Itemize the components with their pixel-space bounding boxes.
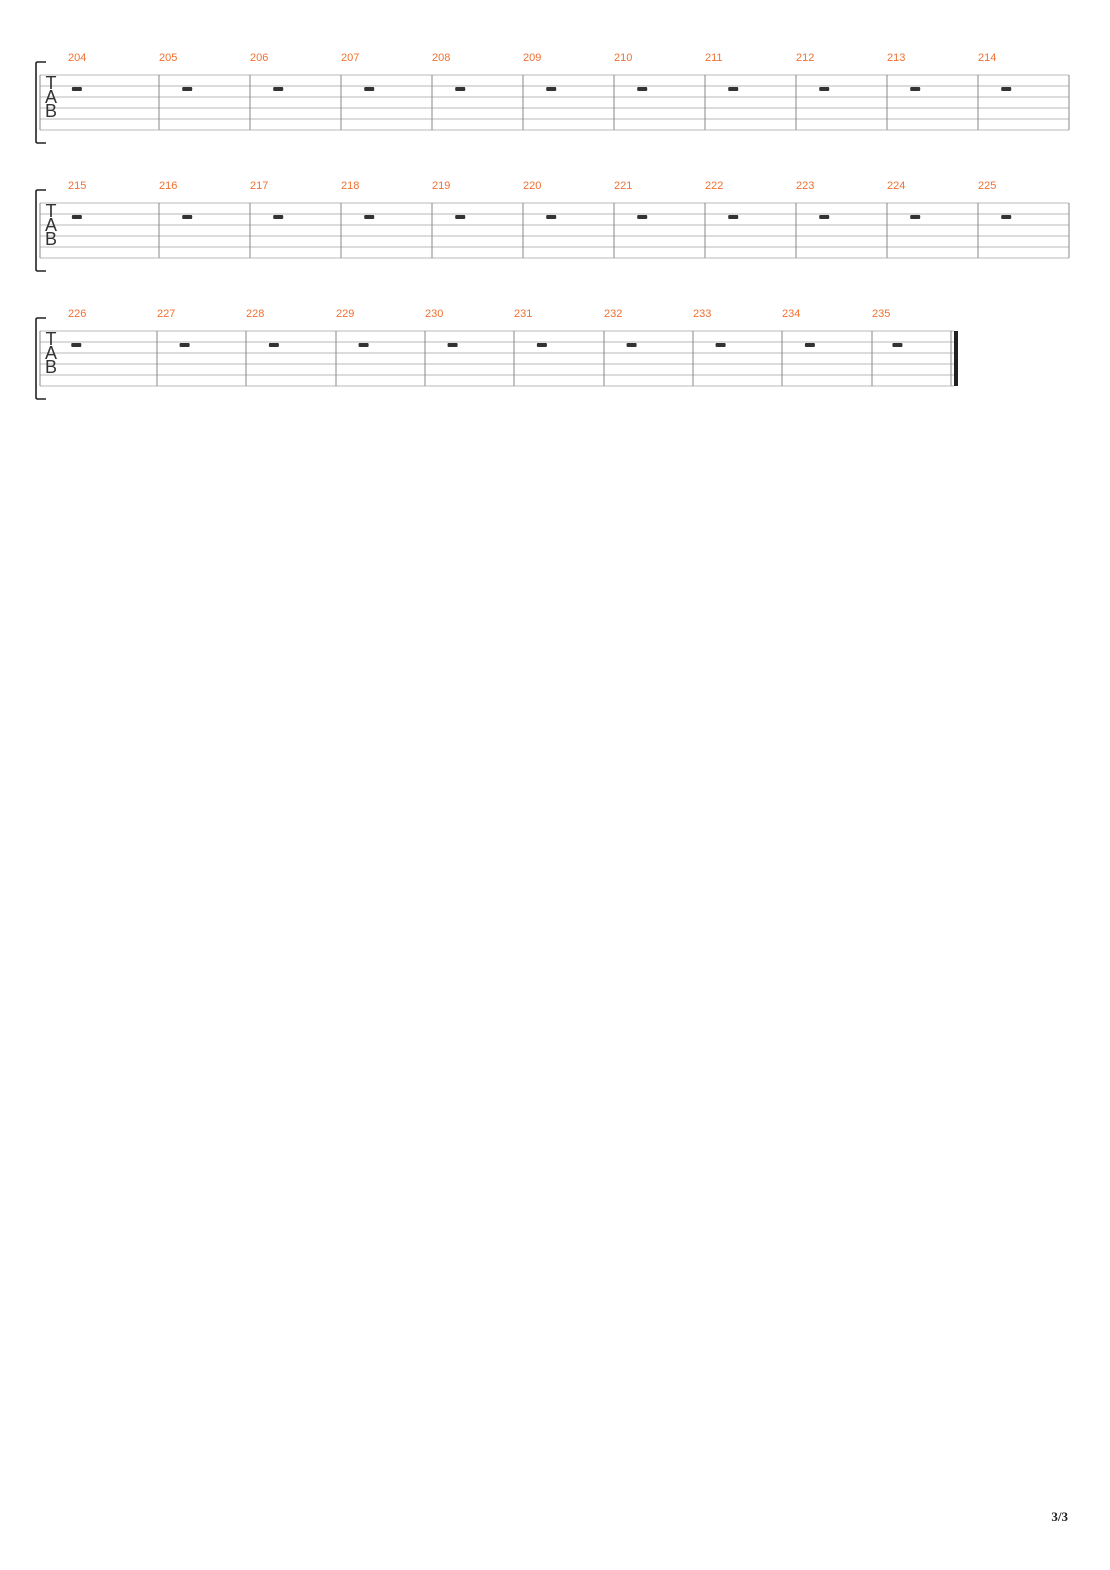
bar-number: 232 xyxy=(604,308,622,320)
bar-number: 233 xyxy=(693,308,711,320)
bar-number: 220 xyxy=(523,180,541,192)
system-bracket xyxy=(35,61,46,144)
bar-number: 228 xyxy=(246,308,264,320)
whole-rest-icon xyxy=(364,215,375,219)
bar-number: 214 xyxy=(978,52,996,64)
system-bracket xyxy=(35,317,46,400)
bar-number: 224 xyxy=(887,180,905,192)
whole-rest-icon xyxy=(637,87,648,91)
whole-rest-icon xyxy=(546,215,557,219)
whole-rest-icon xyxy=(455,87,466,91)
whole-rest-icon xyxy=(546,87,557,91)
bar-number: 227 xyxy=(157,308,175,320)
whole-rest-icon xyxy=(804,343,815,347)
bar-number: 222 xyxy=(705,180,723,192)
whole-rest-icon xyxy=(637,215,648,219)
system-bracket xyxy=(35,189,46,272)
whole-rest-icon xyxy=(364,87,375,91)
bar-number: 225 xyxy=(978,180,996,192)
bar-number: 209 xyxy=(523,52,541,64)
bar-number: 221 xyxy=(614,180,632,192)
bar-number: 212 xyxy=(796,52,814,64)
whole-rest-icon xyxy=(536,343,547,347)
whole-rest-icon xyxy=(1001,215,1012,219)
bar-number: 208 xyxy=(432,52,450,64)
whole-rest-icon xyxy=(182,215,193,219)
whole-rest-icon xyxy=(910,215,921,219)
whole-rest-icon xyxy=(71,343,82,347)
tab-clef-letter: A xyxy=(45,343,57,363)
bar-number: 234 xyxy=(782,308,800,320)
bar-number: 218 xyxy=(341,180,359,192)
bar-number: 205 xyxy=(159,52,177,64)
tab-system: TAB 226 227 228 229 230 231 232 233 234 235 xyxy=(35,308,958,400)
bar-number: 226 xyxy=(68,308,86,320)
tab-clef-letter: T xyxy=(46,329,57,349)
tab-system: TAB 215 216 217 218 219 220 221 222 223 224 225 xyxy=(35,180,1070,272)
whole-rest-icon xyxy=(273,215,284,219)
whole-rest-icon xyxy=(273,87,284,91)
whole-rest-icon xyxy=(715,343,726,347)
whole-rest-icon xyxy=(268,343,279,347)
bar-number: 229 xyxy=(336,308,354,320)
tab-clef-letter: A xyxy=(45,215,57,235)
whole-rest-icon xyxy=(626,343,637,347)
bar-number: 210 xyxy=(614,52,632,64)
page-number: 3/3 xyxy=(1051,1509,1068,1524)
bar-number: 206 xyxy=(250,52,268,64)
bar-number: 223 xyxy=(796,180,814,192)
tab-clef-letter: B xyxy=(45,357,57,377)
whole-rest-icon xyxy=(71,87,82,91)
whole-rest-icon xyxy=(819,87,830,91)
bar-number: 216 xyxy=(159,180,177,192)
bar-number: 219 xyxy=(432,180,450,192)
whole-rest-icon xyxy=(910,87,921,91)
bar-number: 231 xyxy=(514,308,532,320)
whole-rest-icon xyxy=(728,87,739,91)
tab-clef-letter: B xyxy=(45,229,57,249)
tab-clef-letter: A xyxy=(45,87,57,107)
whole-rest-icon xyxy=(182,87,193,91)
tab-clef-letter: T xyxy=(46,73,57,93)
whole-rest-icon xyxy=(892,343,903,347)
whole-rest-icon xyxy=(819,215,830,219)
whole-rest-icon xyxy=(1001,87,1012,91)
whole-rest-icon xyxy=(179,343,190,347)
bar-number: 204 xyxy=(68,52,86,64)
whole-rest-icon xyxy=(358,343,369,347)
whole-rest-icon xyxy=(447,343,458,347)
whole-rest-icon xyxy=(455,215,466,219)
tab-clef-letter: B xyxy=(45,101,57,121)
tab-system: TAB 204 205 206 207 208 209 210 211 212 213 214 xyxy=(35,52,1070,144)
bar-number: 235 xyxy=(872,308,890,320)
bar-number: 217 xyxy=(250,180,268,192)
bar-number: 211 xyxy=(705,52,723,64)
whole-rest-icon xyxy=(71,215,82,219)
bar-number: 207 xyxy=(341,52,359,64)
bar-number: 215 xyxy=(68,180,86,192)
whole-rest-icon xyxy=(728,215,739,219)
final-barline-thick xyxy=(954,331,958,386)
bar-number: 213 xyxy=(887,52,905,64)
tab-clef-letter: T xyxy=(46,201,57,221)
bar-number: 230 xyxy=(425,308,443,320)
